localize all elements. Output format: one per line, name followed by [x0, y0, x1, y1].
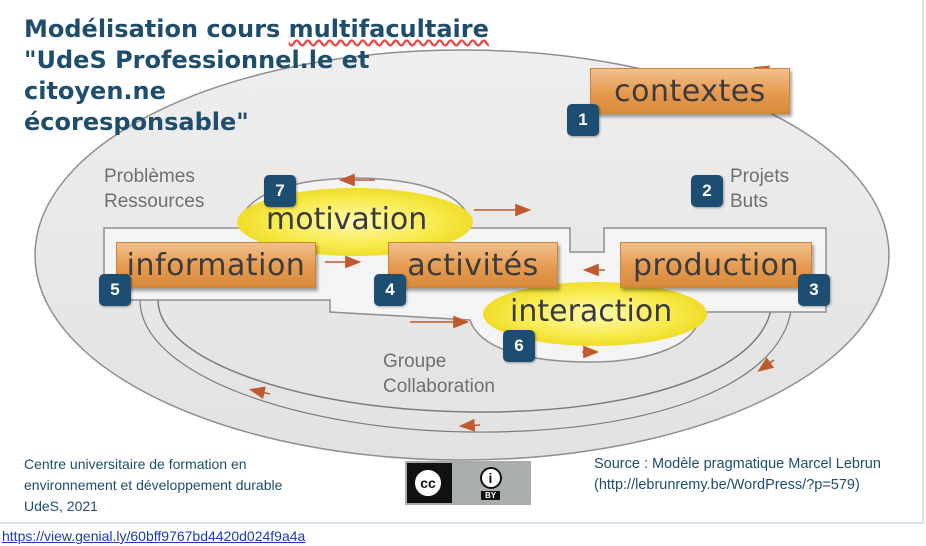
badge-1: 1 [567, 104, 599, 136]
badge-2: 2 [691, 175, 723, 207]
diagram-title: Modélisation cours multifacultaire "UdeS… [24, 14, 504, 138]
label-buts: Buts [730, 191, 769, 212]
badge-5: 5 [99, 274, 131, 306]
cc-icon: cc [412, 467, 444, 499]
title-line-1: Modélisation cours multifacultaire [24, 15, 489, 43]
interaction-shape [483, 282, 707, 346]
box-activites: activités [388, 242, 558, 288]
motivation-shape [237, 188, 473, 256]
label-motivation: motivation [266, 202, 428, 237]
label-collaboration: Collaboration [383, 376, 495, 397]
badge-3: 3 [798, 274, 830, 306]
cc-license-badge[interactable]: cc i BY [405, 461, 531, 505]
footer-credit-line-2: environnement et développement durable [24, 477, 283, 493]
badge-7: 7 [264, 175, 296, 207]
badge-6: 6 [503, 330, 535, 362]
box-information: information [116, 242, 316, 288]
flow-arrow [248, 386, 271, 400]
footer-source-line-2: (http://lebrunremy.be/WordPress/?p=579) [594, 477, 860, 493]
box-production: production [620, 242, 812, 288]
attribution-person-icon: i [479, 466, 502, 489]
footer-source-line-1: Source : Modèle pragmatique Marcel Lebru… [594, 456, 881, 472]
footer-source: Source : Modèle pragmatique Marcel Lebru… [594, 454, 881, 496]
source-url-link[interactable]: https://view.genial.ly/60bff9767bd4420d0… [2, 528, 306, 544]
footer-credit-line-3: UdeS, 2021 [24, 498, 98, 514]
label-ressources: Ressources [104, 191, 205, 212]
inner-loop [157, 299, 773, 413]
inner-loop-outer [139, 299, 793, 433]
badge-4: 4 [374, 274, 406, 306]
label-groupe: Groupe [383, 351, 447, 372]
title-line-2: "UdeS Professionnel.le et citoyen.ne [24, 46, 370, 105]
label-projets: Projets [730, 166, 790, 187]
label-problemes: Problèmes [104, 166, 195, 187]
label-interaction: interaction [510, 294, 673, 329]
footer-credit-line-1: Centre universitaire de formation en [24, 456, 247, 472]
flow-arrow [757, 357, 775, 372]
title-line-3: écoresponsable" [24, 108, 249, 136]
box-contextes: contextes [590, 68, 790, 114]
by-label: BY [480, 490, 501, 500]
title-underlined-word: multifacultaire [288, 15, 489, 43]
flow-arrow [458, 418, 481, 432]
footer-credit: Centre universitaire de formation en env… [24, 454, 282, 517]
by-section: i BY [452, 463, 529, 503]
